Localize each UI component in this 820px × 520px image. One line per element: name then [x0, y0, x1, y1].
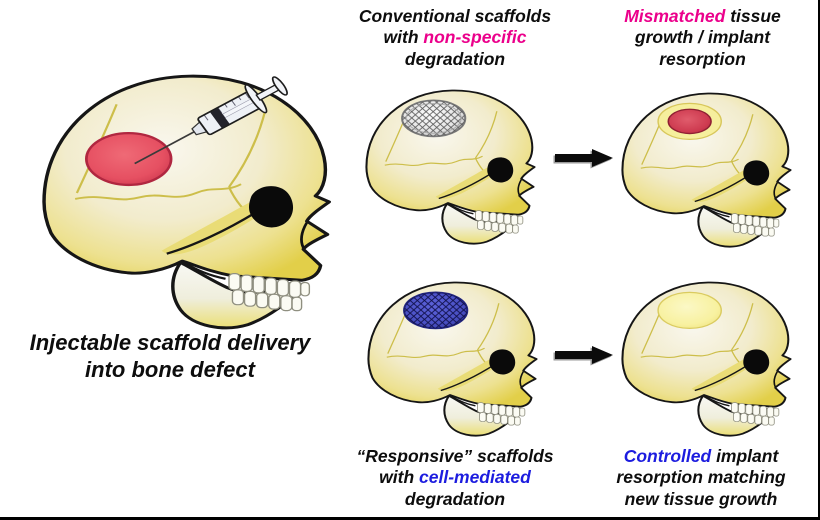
skull-responsive-scaffold-illustration [367, 281, 538, 437]
caption-segment: Injectable scaffold delivery into bone d… [29, 330, 311, 382]
skull-conventional-scaffold-illustration [365, 89, 536, 245]
caption-segment: implant resorption matching new tissue g… [616, 446, 786, 509]
caption-segment: degradation [404, 488, 506, 509]
skull-mismatched-growth-illustration [621, 92, 792, 248]
partial-bone-ring-with-red-defect [657, 102, 722, 141]
caption-controlled-resorption: Controlled implant resorption matching n… [582, 446, 818, 510]
skull-controlled-resorption-illustration [621, 281, 792, 437]
caption-responsive-scaffolds: “Responsive” scaffolds with cell-mediate… [330, 446, 580, 510]
caption-segment: “Responsive” scaffolds with [356, 446, 554, 488]
bone-defect-red [84, 131, 173, 187]
caption-mismatched-growth: Mismatched tissue growth / implant resor… [585, 6, 818, 70]
blue-mesh-scaffold [403, 291, 469, 330]
gray-mesh-scaffold [401, 99, 467, 138]
arrow-right-icon [553, 149, 613, 169]
caption-segment: Controlled [623, 446, 712, 466]
caption-segment: non-specific [423, 27, 527, 48]
caption-segment: degradation [404, 48, 506, 69]
caption-conventional-scaffolds: Conventional scaffolds with non-specific… [330, 6, 580, 70]
new-bone-filled-defect [657, 291, 722, 330]
caption-segment: tissue growth / implant resorption [634, 6, 781, 69]
caption-segment: Mismatched [624, 6, 726, 26]
caption-segment: cell-mediated [419, 467, 531, 488]
skull-injection-illustration [42, 69, 331, 330]
caption-segment: Conventional scaffolds with [358, 6, 552, 48]
caption-injection: Injectable scaffold delivery into bone d… [0, 330, 340, 384]
arrow-right-icon [553, 346, 613, 366]
